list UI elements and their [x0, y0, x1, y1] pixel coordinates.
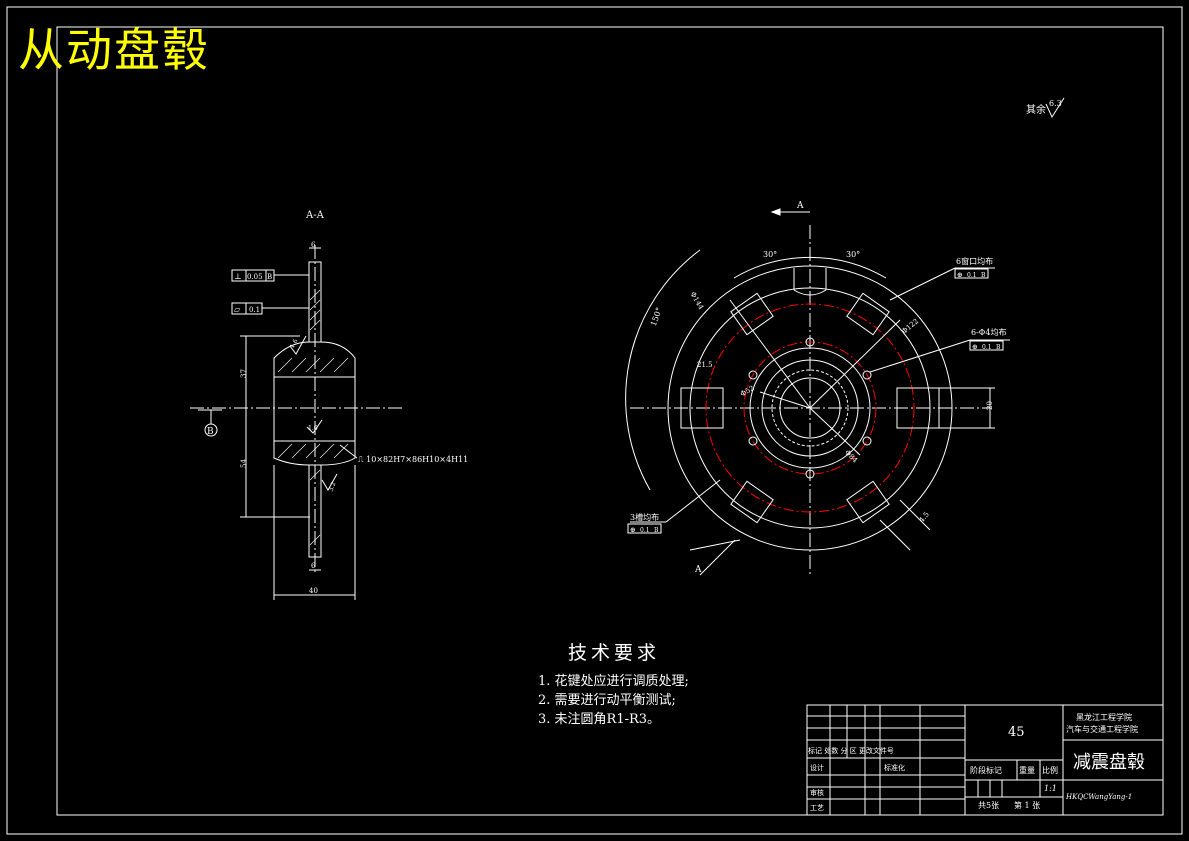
svg-text:40: 40: [309, 587, 318, 595]
svg-text:▱: ▱: [234, 305, 241, 314]
svg-text:B: B: [207, 427, 214, 437]
tech-requirement-item: 1. 花键处应进行调质处理;: [538, 674, 689, 689]
svg-text:⊕: ⊕: [957, 271, 963, 279]
svg-text:30°: 30°: [763, 250, 777, 259]
svg-text:⊕: ⊕: [972, 343, 978, 351]
title-block-texts: 45 黑龙江工程学院 汽车与交通工程学院 减震盘毂 HKQCWangYang-1…: [808, 712, 1145, 812]
svg-text:黑龙江工程学院: 黑龙江工程学院: [1076, 712, 1132, 722]
svg-text:HKQCWangYang-1: HKQCWangYang-1: [1065, 793, 1132, 801]
svg-text:21.5: 21.5: [697, 361, 713, 369]
svg-text:B: B: [981, 272, 986, 279]
tech-requirements-title: 技术要求: [568, 642, 661, 664]
svg-text:1:1: 1:1: [1044, 784, 1057, 793]
svg-text:6: 6: [311, 562, 316, 570]
section-view: A-A 6 6 40: [190, 210, 405, 600]
svg-text:减震盘毂: 减震盘毂: [1073, 752, 1145, 773]
svg-text:54: 54: [240, 459, 248, 468]
svg-text:其余: 其余: [1026, 103, 1046, 116]
svg-text:阶段标记: 阶段标记: [970, 765, 1002, 775]
svg-text:比例: 比例: [1042, 765, 1058, 775]
svg-text:汽车与交通工程学院: 汽车与交通工程学院: [1066, 724, 1138, 734]
svg-text:20: 20: [986, 401, 994, 410]
svg-text:3槽均布: 3槽均布: [630, 512, 659, 522]
svg-text:工艺: 工艺: [810, 804, 824, 812]
svg-text:0.05: 0.05: [247, 273, 263, 281]
svg-text:第 1 张: 第 1 张: [1014, 800, 1040, 810]
overlay-title: 从动盘毂: [18, 23, 210, 77]
svg-text:0.1: 0.1: [982, 344, 992, 351]
svg-text:0.1: 0.1: [967, 272, 977, 279]
svg-text:标准化: 标准化: [884, 763, 905, 772]
svg-text:⊥: ⊥: [234, 272, 242, 281]
svg-text:A: A: [694, 565, 702, 575]
drawing-frame: [6, 6, 1183, 835]
svg-text:6.3: 6.3: [1049, 99, 1062, 108]
svg-text:150°: 150°: [649, 306, 664, 327]
tech-requirement-item: 2. 需要进行动平衡测试;: [538, 693, 676, 708]
tech-requirement-item: 3. 未注圆角R1-R3。: [538, 712, 661, 727]
svg-text:共5张: 共5张: [978, 801, 999, 810]
svg-text:0.1: 0.1: [640, 527, 650, 534]
svg-text:A: A: [796, 201, 804, 211]
svg-text:6-Φ4均布: 6-Φ4均布: [971, 327, 1006, 337]
svg-text:⎍ 10×82H7×86H10×4H11: ⎍ 10×82H7×86H10×4H11: [358, 455, 468, 464]
svg-text:B: B: [996, 344, 1001, 351]
svg-text:Φ52: Φ52: [739, 384, 756, 398]
svg-text:Φ122: Φ122: [900, 317, 920, 335]
svg-text:B: B: [267, 273, 272, 281]
svg-text:37: 37: [240, 369, 248, 378]
svg-text:4.5: 4.5: [918, 510, 931, 524]
svg-text:0.1: 0.1: [249, 306, 260, 314]
front-view: [625, 208, 1010, 576]
svg-text:Φ144: Φ144: [689, 291, 706, 312]
svg-text:审核: 审核: [810, 788, 824, 797]
svg-text:⊕: ⊕: [630, 526, 636, 534]
svg-text:1.6: 1.6: [308, 425, 318, 432]
svg-text:6窗口均布: 6窗口均布: [956, 256, 993, 266]
svg-text:B: B: [654, 527, 659, 534]
title-block: [806, 704, 1164, 816]
svg-text:标记 处数 分 区 更改文件号: 标记 处数 分 区 更改文件号: [808, 746, 894, 755]
svg-text:45: 45: [1008, 725, 1025, 740]
section-view-texts: ⊥ 0.05 B ▱ 0.1 B 1.6 1.6 3.2 ⎍ 10×82H7×8…: [207, 272, 468, 493]
svg-text:30°: 30°: [846, 250, 860, 259]
svg-text:1.6: 1.6: [289, 338, 300, 350]
svg-text:6: 6: [311, 241, 316, 249]
svg-text:设计: 设计: [810, 763, 824, 772]
roughness-note: 其余 6.3: [1026, 97, 1065, 119]
svg-text:A-A: A-A: [305, 210, 325, 221]
svg-text:3.2: 3.2: [328, 481, 338, 493]
svg-text:重量: 重量: [1019, 765, 1035, 775]
